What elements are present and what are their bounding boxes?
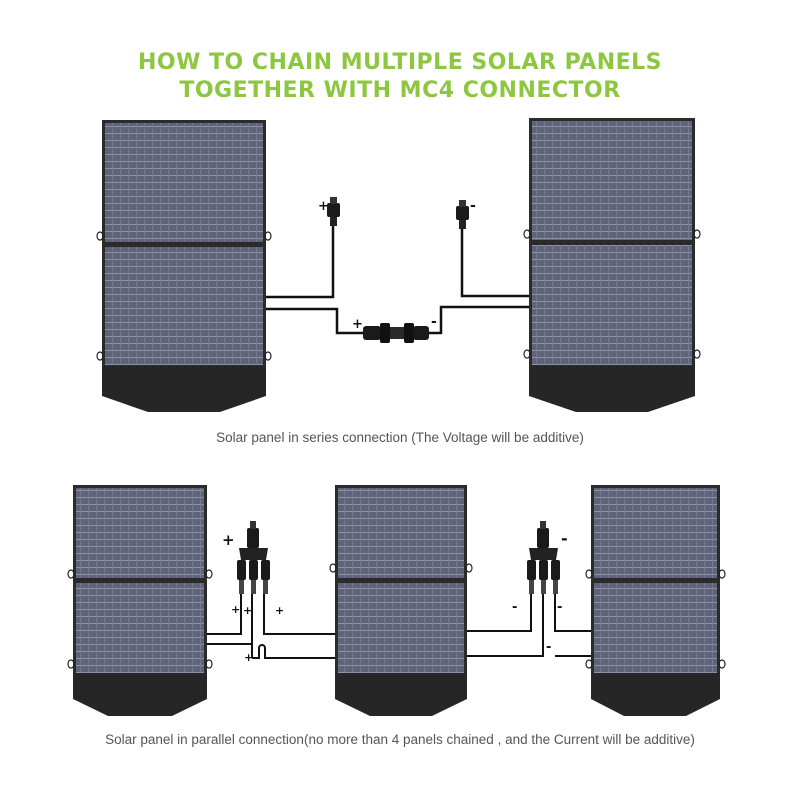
mc4-inline-connector-joined (363, 323, 429, 343)
solar-panel-series-left (96, 120, 272, 412)
solar-panel-parallel-center (329, 485, 473, 716)
sign-plus: + (275, 604, 284, 617)
sign-minus: - (561, 529, 568, 548)
mc4-connector-series-positive (327, 197, 340, 226)
sign-plus: + (244, 651, 253, 664)
sign-minus: - (557, 600, 562, 615)
sign-minus: - (431, 314, 437, 330)
mc4-y-branch-connector-negative (527, 521, 560, 594)
sign-plus: + (243, 604, 252, 617)
sign-minus: - (470, 198, 476, 214)
sign-minus: - (546, 640, 551, 655)
solar-panel-parallel-right (585, 485, 726, 716)
sign-plus: + (222, 531, 235, 549)
solar-panel-parallel-left (67, 485, 213, 716)
sign-plus: + (231, 603, 240, 616)
sign-minus: - (512, 600, 517, 615)
diagram-title-line-2: TOGETHER WITH MC4 CONNECTOR (179, 78, 621, 103)
parallel-section: + + + + + - - - - (67, 485, 726, 716)
parallel-connection-caption: Solar panel in parallel connection(no mo… (105, 732, 695, 747)
sign-plus: + (352, 317, 363, 332)
sign-plus: + (318, 199, 329, 214)
series-connection-caption: Solar panel in series connection (The Vo… (216, 430, 584, 445)
parallel-wires (207, 594, 591, 659)
solar-panel-series-right (523, 118, 701, 412)
series-wires (266, 225, 529, 335)
mc4-y-branch-connector-positive (237, 521, 270, 594)
diagram-title-line-1: HOW TO CHAIN MULTIPLE SOLAR PANELS (137, 50, 663, 75)
series-section: + - + - (96, 118, 701, 412)
mc4-connector-series-negative (456, 200, 469, 229)
